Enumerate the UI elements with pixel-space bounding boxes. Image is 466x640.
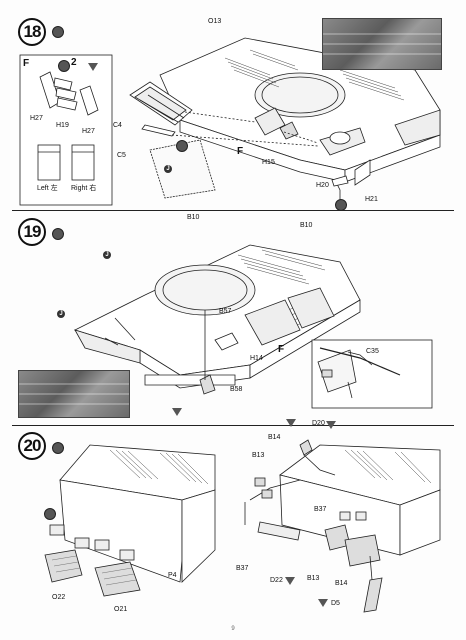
attention-icon <box>44 508 56 520</box>
part-j-marker: J <box>57 310 65 318</box>
part-b37: B37 <box>236 565 249 572</box>
part-b10: B10 <box>187 214 200 221</box>
quantity-label: 2 <box>71 57 77 68</box>
part-h27: H27 <box>30 115 43 122</box>
part-b58: B58 <box>230 386 243 393</box>
part-b57: B57 <box>219 308 232 315</box>
part-b37: B37 <box>314 506 327 513</box>
part-c4: C4 <box>113 122 122 129</box>
paint-triangle-icon <box>172 408 182 416</box>
part-b10: B10 <box>300 222 313 229</box>
page-number: 9 <box>231 626 235 632</box>
part-h15: H15 <box>262 159 275 166</box>
right-label: Right 右 <box>71 185 97 192</box>
cement-icon <box>52 26 64 38</box>
cement-icon <box>52 228 64 240</box>
part-c35: C35 <box>366 348 379 355</box>
part-p4: P4 <box>168 572 177 579</box>
part-c5: C5 <box>117 152 126 159</box>
paint-triangle-icon <box>88 63 98 71</box>
step-19-number: 19 <box>18 218 46 246</box>
paint-triangle-icon <box>326 421 336 429</box>
part-b14: B14 <box>335 580 348 587</box>
paint-triangle-icon <box>285 577 295 585</box>
step18-subbox <box>19 54 113 206</box>
step-18-number: 18 <box>18 18 46 46</box>
part-d20: D20 <box>312 420 325 427</box>
step20-right-hull <box>244 439 441 613</box>
part-h19: H19 <box>56 122 69 129</box>
left-label: Left 左 <box>37 185 58 192</box>
part-o22: O22 <box>52 594 66 601</box>
part-h20: H20 <box>316 182 329 189</box>
part-o13: O13 <box>208 18 222 25</box>
part-h27: H27 <box>82 128 95 135</box>
attention-icon <box>176 140 188 152</box>
part-h21: H21 <box>365 196 378 203</box>
reference-photo-18 <box>322 18 442 70</box>
part-o21: O21 <box>114 606 128 613</box>
part-b14: B14 <box>268 434 281 441</box>
part-d22: D22 <box>270 577 283 584</box>
part-j-marker: J <box>164 165 172 173</box>
part-b13: B13 <box>252 452 265 459</box>
step19-callout <box>311 339 433 409</box>
part-b13: B13 <box>307 575 320 582</box>
reference-photo-19 <box>18 370 130 418</box>
part-d5: D5 <box>331 600 340 607</box>
cement-icon <box>52 442 64 454</box>
subassembly-f-label: F <box>237 146 244 157</box>
step-divider <box>12 425 454 426</box>
subassembly-label: F <box>23 58 30 69</box>
step19-hull <box>73 244 361 395</box>
cement-icon <box>58 60 70 72</box>
subassembly-f-label: F <box>278 344 285 355</box>
part-h14: H14 <box>250 355 263 362</box>
paint-triangle-icon <box>286 419 296 427</box>
step20-left-hull <box>44 444 216 597</box>
step-20-number: 20 <box>18 432 46 460</box>
step18-hull <box>159 37 441 186</box>
step18-parts <box>129 81 349 205</box>
part-j-marker: J <box>103 251 111 259</box>
paint-triangle-icon <box>318 599 328 607</box>
step-divider <box>12 210 454 211</box>
